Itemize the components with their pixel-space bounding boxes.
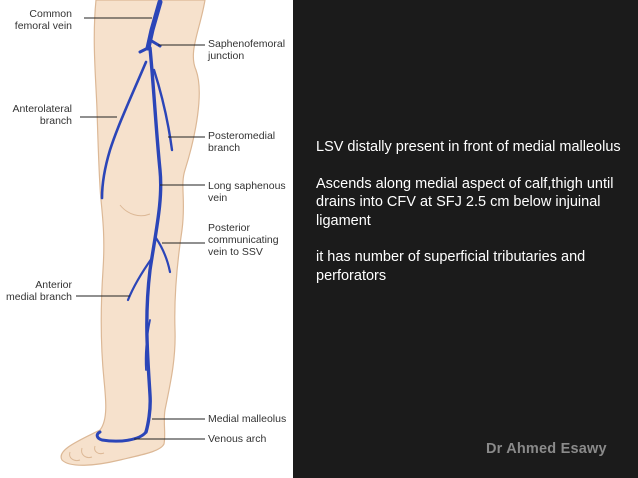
label-anterior-medial-branch: Anterior medial branch <box>6 279 72 303</box>
note-paragraph-1: LSV distally present in front of medial … <box>316 139 621 155</box>
venous-arch-line <box>95 430 148 443</box>
posterior-communicating-vein-line <box>154 236 172 274</box>
label-medial-malleolus: Medial malleolus <box>208 413 287 425</box>
label-anterolateral-branch: Anterolateral branch <box>12 103 72 127</box>
label-long-saphenous-vein: Long saphenous vein <box>208 180 286 204</box>
posteromedial-branch-line <box>152 68 174 152</box>
common-femoral-vein-line <box>145 0 163 51</box>
anterolateral-branch-line <box>100 60 148 200</box>
slide-notes: LSV distally present in front of medial … <box>316 138 626 303</box>
author-credit: Dr Ahmed Esawy <box>486 441 607 457</box>
knee-contour <box>119 204 151 217</box>
anterior-medial-branch-line <box>126 256 154 302</box>
label-common-femoral-vein: Common femoral vein <box>14 8 72 32</box>
note-paragraph-3: it has number of superficial tributaries… <box>316 249 586 284</box>
long-saphenous-vein-line <box>144 46 163 434</box>
leg-illustration <box>60 0 206 466</box>
label-saphenofemoral-junction: Saphenofemoral junction <box>208 38 286 62</box>
toe-contours <box>69 445 105 461</box>
note-paragraph-2: Ascends along medial aspect of calf,thig… <box>316 175 614 229</box>
leg-outline <box>60 0 206 466</box>
leg-vein-diagram: Common femoral vein Saphenofemoral junct… <box>0 0 293 478</box>
minor-tributary-line <box>144 319 151 371</box>
label-posteromedial-branch: Posteromedial branch <box>208 130 276 154</box>
label-venous-arch: Venous arch <box>208 433 267 445</box>
label-posterior-communicating-vein: Posterior communicating vein to SSV <box>208 222 279 258</box>
